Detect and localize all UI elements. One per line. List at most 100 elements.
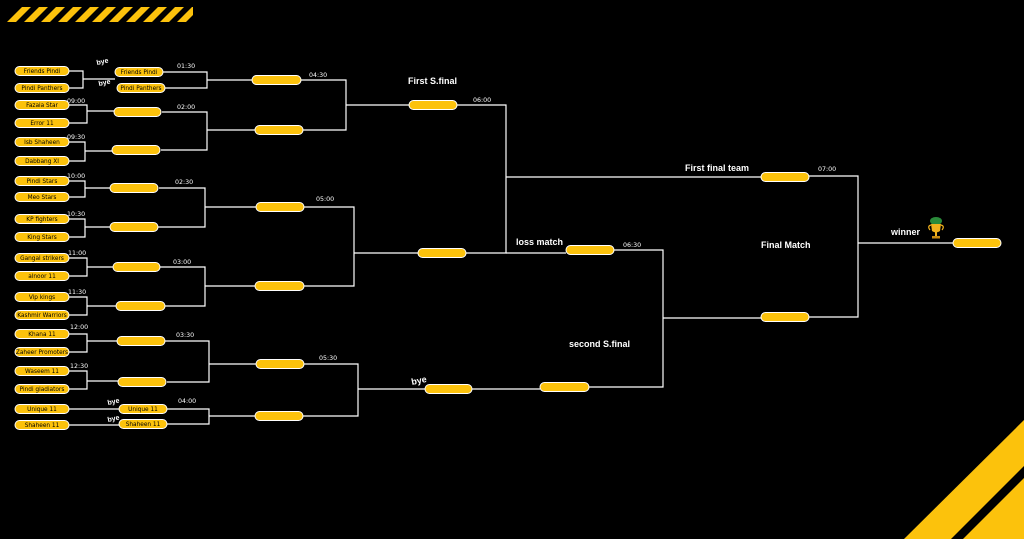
- empty-slot: [255, 359, 305, 369]
- match-time: 04:00: [178, 398, 196, 405]
- team-slot: Unique 11: [14, 404, 70, 414]
- match-time: 10:30: [67, 211, 85, 218]
- match-time: 02:30: [175, 179, 193, 186]
- match-time: 03:00: [173, 259, 191, 266]
- team-name: KP fighters: [26, 217, 57, 223]
- empty-slot: [760, 172, 810, 182]
- match-time: 06:30: [623, 242, 641, 249]
- empty-slot: [424, 384, 473, 394]
- empty-slot: [251, 75, 302, 85]
- team-slot: Pindi Panthers: [14, 83, 70, 93]
- team-name: Zaheer Promoters: [16, 350, 68, 356]
- hazard-stripe-corner-inner: [963, 478, 1024, 539]
- team-slot: Kashmir Warriors: [14, 310, 70, 320]
- bracket-lines: [69, 70, 953, 426]
- team-slot: Friends Pindi: [114, 67, 164, 77]
- empty-slot: [113, 107, 162, 117]
- empty-slot: [408, 100, 458, 110]
- team-name: Waseem 11: [25, 369, 59, 375]
- team-name: Pindi Panthers: [120, 86, 161, 92]
- team-slot: Dabbang XI: [14, 156, 70, 166]
- team-slot: Friends Pindi: [14, 66, 70, 76]
- team-slot: Isb Shaheen: [14, 137, 70, 147]
- team-name: Shaheen 11: [25, 423, 60, 429]
- team-name: Friends Pindi: [24, 69, 61, 75]
- empty-slot: [565, 245, 615, 255]
- match-time: 01:30: [177, 63, 195, 70]
- team-name: Meo Stars: [28, 195, 57, 201]
- team-slot: Unique 11: [118, 404, 168, 414]
- empty-slot: [417, 248, 467, 258]
- team-slot: Fazaia Star: [14, 100, 70, 110]
- trophy-icon: [928, 217, 944, 239]
- bye-label: bye: [98, 79, 111, 88]
- match-time: 03:30: [176, 332, 194, 339]
- match-time: 10:00: [67, 173, 85, 180]
- final-match-label: Final Match: [761, 240, 811, 250]
- team-slot: KP fighters: [14, 214, 70, 224]
- first-final-team-label: First final team: [685, 163, 749, 173]
- team-name: Pindi gladiators: [20, 387, 65, 393]
- team-name: Gangal strikers: [20, 256, 64, 262]
- winner-label: winner: [890, 227, 921, 237]
- team-name: Shaheen 11: [126, 422, 161, 428]
- match-time: 07:00: [818, 166, 836, 173]
- team-name: alnoor 11: [28, 274, 56, 280]
- second-semifinal-label: second S.final: [569, 339, 630, 349]
- team-name: Friends Pindi: [121, 70, 158, 76]
- team-slot: Pindi Stars: [14, 176, 70, 186]
- team-slot: alnoor 11: [14, 271, 70, 281]
- team-name: Kashmir Warriors: [17, 313, 67, 319]
- empty-slot: [539, 382, 590, 392]
- empty-slot: [111, 145, 161, 155]
- team-slot: Meo Stars: [14, 192, 70, 202]
- team-name: Isb Shaheen: [24, 140, 60, 146]
- team-name: Khana 11: [28, 332, 56, 338]
- team-slot: Shaheen 11: [14, 420, 70, 430]
- team-slot: King Stars: [14, 232, 70, 242]
- match-time: 11:00: [68, 250, 86, 257]
- loss-match-label: loss match: [516, 237, 563, 247]
- match-time: 02:00: [177, 104, 195, 111]
- bye-label: bye: [96, 58, 109, 67]
- empty-slot: [952, 238, 1002, 248]
- empty-slot: [254, 281, 305, 291]
- team-name: Dabbang XI: [25, 159, 59, 165]
- team-name: Unique 11: [128, 407, 158, 413]
- team-slot: Pindi Panthers: [116, 83, 166, 93]
- empty-slot: [254, 125, 304, 135]
- bye-label: bye: [410, 374, 427, 387]
- match-time: 09:30: [67, 134, 85, 141]
- match-time: 12:00: [70, 324, 88, 331]
- match-time: 06:00: [473, 97, 491, 104]
- empty-slot: [760, 312, 810, 322]
- match-time: 05:00: [316, 196, 334, 203]
- match-times: 01:30 09:00 09:30 10:00 10:30 11:00 11:30 12:00…: [67, 63, 836, 405]
- empty-slot: [255, 202, 305, 212]
- team-slot: Waseem 11: [14, 366, 70, 376]
- match-time: 09:00: [67, 98, 85, 105]
- empty-slot: [109, 183, 159, 193]
- match-time: 12:30: [70, 363, 88, 370]
- team-slot: Pindi gladiators: [14, 384, 70, 394]
- match-time: 11:30: [68, 289, 86, 296]
- empty-slot: [116, 336, 166, 346]
- team-slot: Error 11: [14, 118, 70, 128]
- team-slot: Zaheer Promoters: [14, 347, 70, 357]
- empty-slot: [112, 262, 161, 272]
- team-slot: Gangal strikers: [14, 253, 70, 263]
- empty-slot: [115, 301, 166, 311]
- team-slot: Khana 11: [14, 329, 70, 339]
- team-name: Vip kings: [29, 295, 55, 301]
- empty-slot: [254, 411, 304, 421]
- match-time: 05:30: [319, 355, 337, 362]
- team-slot: Vip kings: [14, 292, 70, 302]
- hazard-stripe-top-left: [7, 7, 193, 22]
- team-slot: Shaheen 11: [118, 419, 168, 429]
- match-time: 04:30: [309, 72, 327, 79]
- empty-slot: [109, 222, 159, 232]
- team-name: King Stars: [27, 235, 57, 241]
- bye-label: bye: [107, 415, 120, 424]
